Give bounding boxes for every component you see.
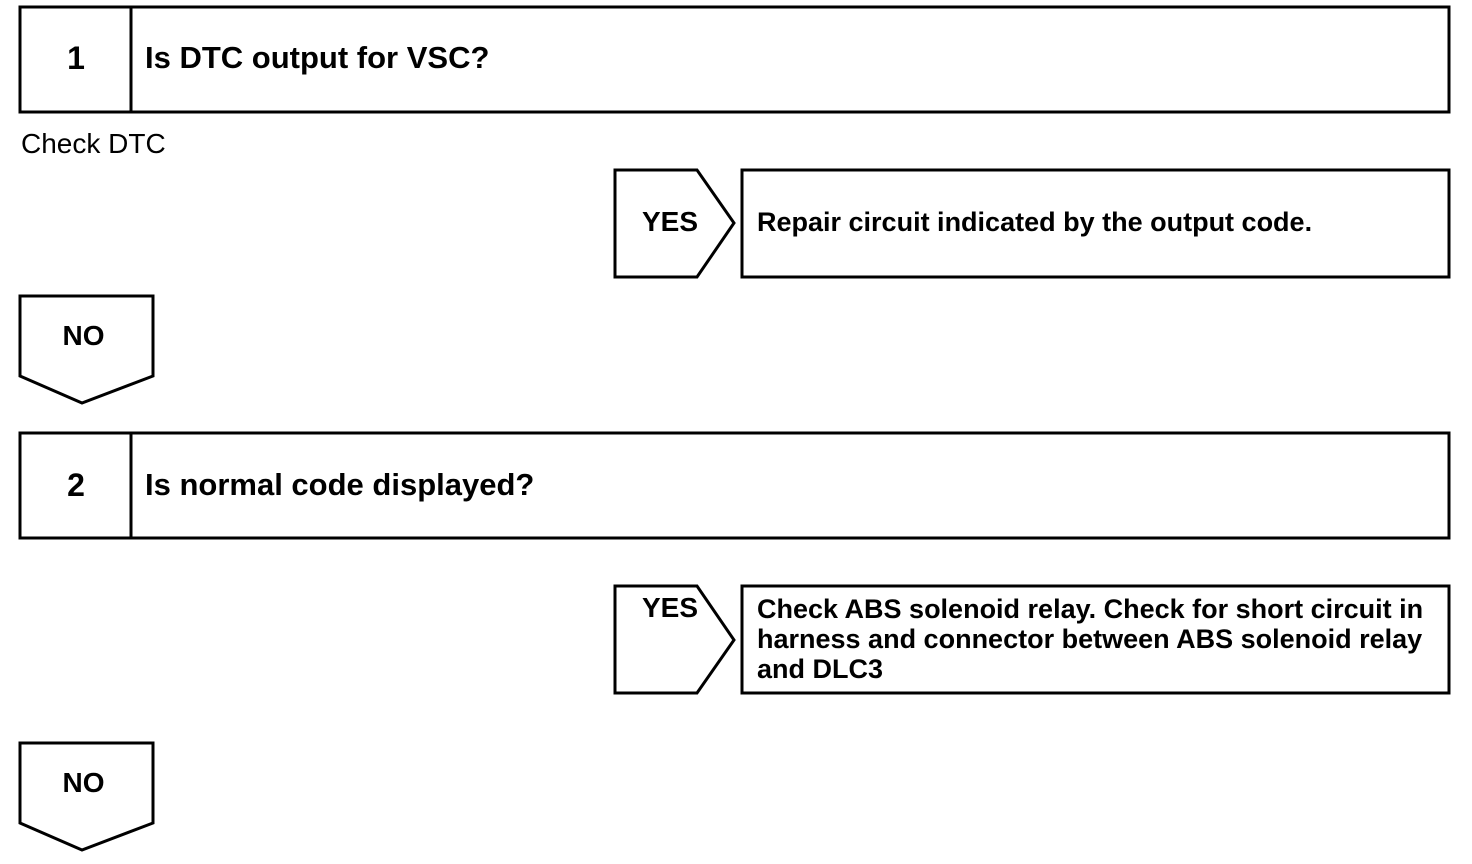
step-2-yes-label: YES — [641, 592, 699, 623]
step-1-note: Check DTC — [21, 128, 166, 159]
step-1-yes-label: YES — [641, 206, 699, 237]
step-2-yes-result: Check ABS solenoid relay. Check for shor… — [757, 594, 1424, 684]
step-1-no-arrow — [18, 294, 155, 405]
step-2-question: Is normal code displayed? — [145, 467, 535, 502]
step-2-yes-result-box — [740, 584, 1451, 695]
step-1-yes-result: Repair circuit indicated by the output c… — [757, 207, 1313, 237]
step-1-box — [18, 5, 1451, 114]
step-2-no-arrow — [18, 741, 155, 852]
step-1-yes-arrow — [613, 168, 736, 279]
step-1-yes-result-box — [740, 168, 1451, 279]
step-2-box — [18, 431, 1451, 540]
step-2-number: 2 — [67, 467, 85, 503]
step-2-yes-arrow — [613, 584, 736, 695]
step-1-number: 1 — [67, 40, 85, 76]
step-2-no-label: NO — [62, 767, 105, 798]
step-1-no-label: NO — [62, 320, 105, 351]
step-1-question: Is DTC output for VSC? — [145, 40, 490, 75]
